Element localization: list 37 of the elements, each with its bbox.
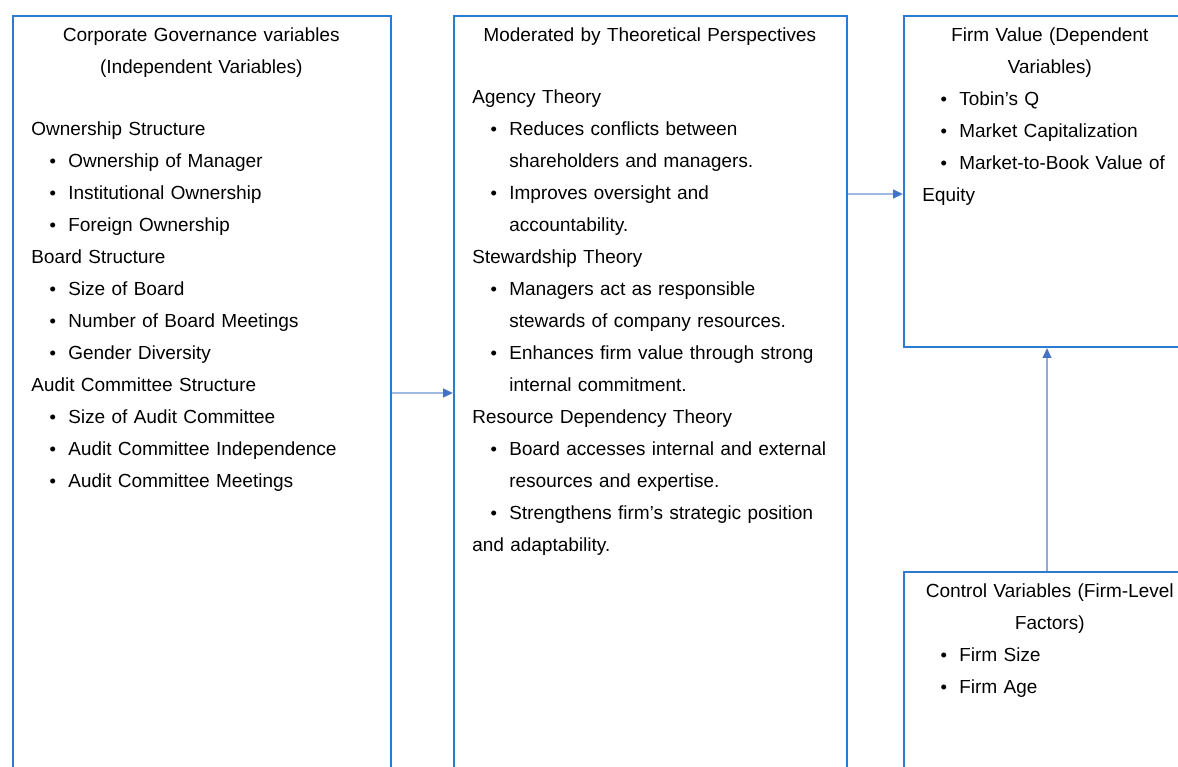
bullet-item: Managers act as responsible stewards of company resources. [491,281,785,331]
arrow [1042,348,1052,572]
bullet-item: Tobin’s Q [941,91,1039,109]
bullet-item: Size of Board [50,281,184,296]
section-heading: Agency Theory [472,89,601,107]
arrow [847,189,903,199]
bullet-item: Firm Size [941,647,1040,662]
box-title: Firm Value (Dependent Variables) [952,27,1149,77]
bullet-item: Enhances firm value through strong internal commitment. [491,345,813,392]
box-title: Control Variables (Firm-Level Factors) [926,583,1173,633]
bullet-item: Institutional Ownership [50,185,261,203]
section-heading: Board Structure [32,249,165,264]
section-heading: Ownership Structure [32,121,205,139]
bullet-item: Firm Age [941,679,1037,697]
bullet-item: Size of Audit Committee [50,409,275,424]
bullet-item: Reduces conflicts between shareholders and managers. [491,121,752,171]
bullet-item: Board accesses internal and external resources and expertise. [491,441,825,491]
bullet-item: Number of Board Meetings [50,313,298,331]
bullet-item: Audit Committee Meetings [50,473,293,491]
box-title: Corporate Governance variables (Independent Variables) [63,27,339,77]
box [12,15,392,767]
bullet-item: Market-to-Book Value of Equity [923,155,1165,205]
bullet-item: Market Capitalization [941,123,1137,141]
section-heading: Stewardship Theory [473,249,643,267]
section-heading: Resource Dependency Theory [473,409,732,427]
bullet-item: Foreign Ownership [50,217,229,235]
bullet-item: Ownership of Manager [50,153,263,171]
bullet-item: Gender Diversity [50,345,211,363]
arrow [391,388,453,398]
box [903,571,1178,767]
box [903,15,1178,348]
bullet-item: Audit Committee Independence [50,441,336,459]
section-heading: Audit Committee Structure [31,377,256,392]
box-title: Moderated by Theoretical Perspectives [484,27,816,45]
bullet-item: Strengthens firm’s strategic position and adaptability. [473,505,812,555]
bullet-item: Improves oversight and accountability. [491,185,708,235]
box [453,15,848,767]
